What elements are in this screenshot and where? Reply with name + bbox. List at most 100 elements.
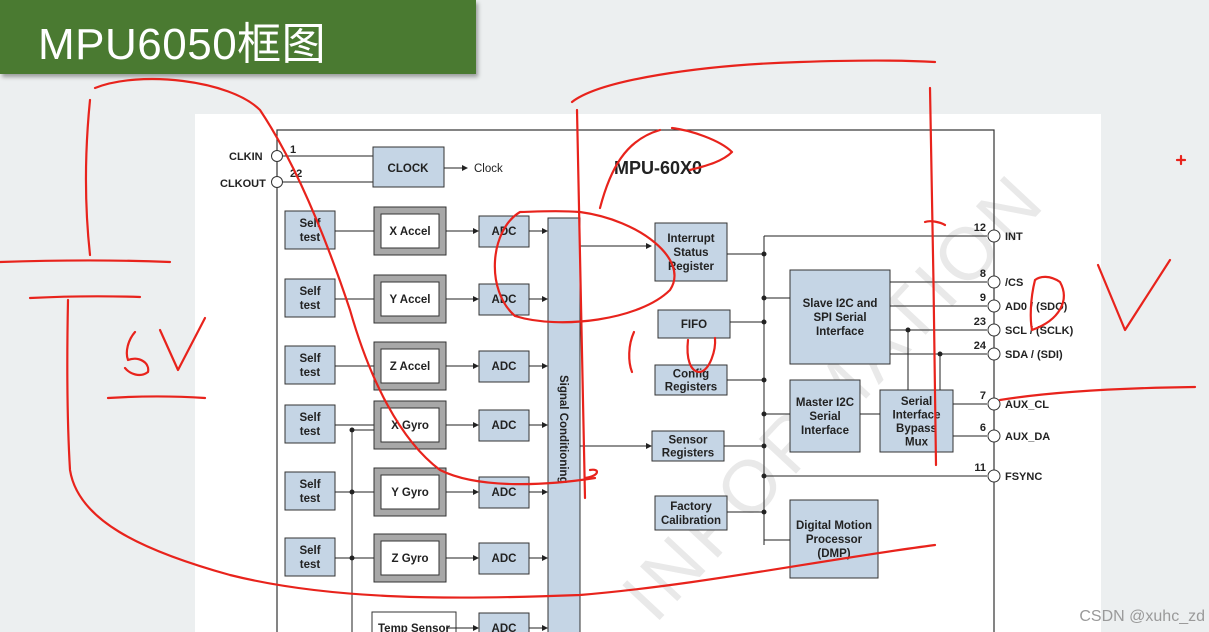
slide-title-bar: MPU6050框图 <box>0 0 476 74</box>
pin-number: 8 <box>980 268 986 280</box>
fifo-label-line-1: FIFO <box>681 319 707 331</box>
temp-sensor-block <box>371 611 457 632</box>
sensor-reg-block <box>651 430 725 462</box>
sensor-block <box>380 540 440 576</box>
factory-label-line-1: Factory <box>670 501 712 513</box>
red-annotation-dv <box>1029 275 1065 332</box>
config-label-line-2: Registers <box>665 382 717 394</box>
master-label-line-2: Serial <box>809 411 840 423</box>
clkout-label: CLKOUT <box>220 178 266 190</box>
self-test-block <box>284 471 336 511</box>
clkout-pin <box>271 176 283 188</box>
self-test-block <box>284 404 336 444</box>
slave-label-line-3: Interface <box>816 326 864 338</box>
red-annotations <box>0 59 1197 599</box>
pin-label: INT <box>1005 231 1023 243</box>
dmp-label-line-1: Digital Motion <box>796 520 872 532</box>
dmp-label-line-3: (DMP) <box>817 548 850 560</box>
sensor-label: Temp Sensor <box>378 623 451 632</box>
sensor-label: Z Gyro <box>391 553 428 565</box>
self-test-label: Self <box>299 286 320 298</box>
slave-block <box>789 269 891 365</box>
interrupt-label-line-2: Status <box>673 247 708 259</box>
pin-label: AUX_DA <box>1005 431 1050 443</box>
master-block <box>789 379 861 453</box>
pin-number: 6 <box>980 422 986 434</box>
register-blocks: InterruptStatusRegisterFIFOConfigRegiste… <box>651 222 954 579</box>
self-test-block <box>284 537 336 577</box>
pin-label: AUX_CL <box>1005 399 1049 411</box>
self-test-label: test <box>300 367 321 379</box>
chip-outline <box>276 129 995 632</box>
bypass-label-line-4: Mux <box>905 436 929 448</box>
pin-7 <box>987 397 1001 411</box>
self-test-block <box>284 278 336 318</box>
self-test-label: test <box>300 426 321 438</box>
factory-block <box>654 495 728 531</box>
red-annotation-5v <box>123 330 150 377</box>
diagram-panel <box>195 114 1101 632</box>
self-test-label: test <box>300 232 321 244</box>
sensor-block <box>380 348 440 384</box>
pin-label: FSYNC <box>1005 471 1042 483</box>
interrupt-label-line-3: Register <box>668 261 715 273</box>
dmp-label-line-2: Processor <box>806 534 863 546</box>
pin-6 <box>987 429 1001 443</box>
factory-label-line-2: Calibration <box>661 515 721 527</box>
sensor-block <box>380 281 440 317</box>
self-test-label: Self <box>299 479 320 491</box>
sensor-block <box>380 474 440 510</box>
sensor-reg-label-line-1: Sensor <box>669 435 709 447</box>
pin-number: 23 <box>974 316 986 328</box>
self-test-block <box>284 345 336 385</box>
adc-label: ADC <box>492 226 517 238</box>
clock-block <box>372 146 445 188</box>
config-block <box>654 364 728 396</box>
clkin-label: CLKIN <box>229 151 263 163</box>
adc-block <box>478 350 530 383</box>
self-test-label: Self <box>299 353 320 365</box>
interrupt-label-line-1: Interrupt <box>667 233 714 245</box>
pin-11 <box>987 469 1001 483</box>
self-test-label: test <box>300 493 321 505</box>
clock-out-label: Clock <box>474 163 503 175</box>
sensor-label: X Accel <box>389 226 430 238</box>
pin-number: 9 <box>980 292 986 304</box>
adc-label: ADC <box>492 553 517 565</box>
adc-block <box>478 542 530 575</box>
fifo-block <box>657 309 731 339</box>
sensor-block <box>380 407 440 443</box>
adc-label: ADC <box>492 294 517 306</box>
sensor-block <box>380 213 440 249</box>
clkin-pin <box>271 150 283 162</box>
bypass-label-line-1: Serial <box>901 396 932 408</box>
slave-label-line-2: SPI Serial <box>813 312 866 324</box>
chip-name: MPU-60X0 <box>614 158 702 178</box>
clkin-num: 1 <box>290 144 296 156</box>
pin-number: 11 <box>974 462 986 474</box>
adc-label: ADC <box>492 420 517 432</box>
pin-number: 24 <box>974 340 987 352</box>
bus-lines <box>580 235 987 545</box>
bypass-block <box>879 389 954 453</box>
source-watermark: CSDN @xuhc_zd <box>1079 608 1205 625</box>
red-annotation-outer-loop <box>93 77 597 486</box>
pin-label: SDA / (SDI) <box>1005 349 1063 361</box>
master-label-line-3: Interface <box>801 425 849 437</box>
pin-label: /CS <box>1005 277 1023 289</box>
signal-conditioning-block <box>547 217 581 632</box>
sensor-label: X Gyro <box>391 420 429 432</box>
interrupt-block <box>654 222 728 282</box>
bypass-label-line-3: Bypass <box>896 423 937 435</box>
pin-8 <box>987 275 1001 289</box>
sensor-label: Y Accel <box>390 294 431 306</box>
pin-23 <box>987 323 1001 337</box>
adc-block <box>478 215 530 248</box>
slave-label-line-1: Slave I2C and <box>803 298 878 310</box>
self-test-label: test <box>300 300 321 312</box>
red-annotation-circle <box>493 210 676 324</box>
pin-label: SCL / (SCLK) <box>1005 325 1074 337</box>
bypass-label-line-2: Interface <box>893 409 941 421</box>
sensor-reg-label-line-2: Registers <box>662 448 714 460</box>
